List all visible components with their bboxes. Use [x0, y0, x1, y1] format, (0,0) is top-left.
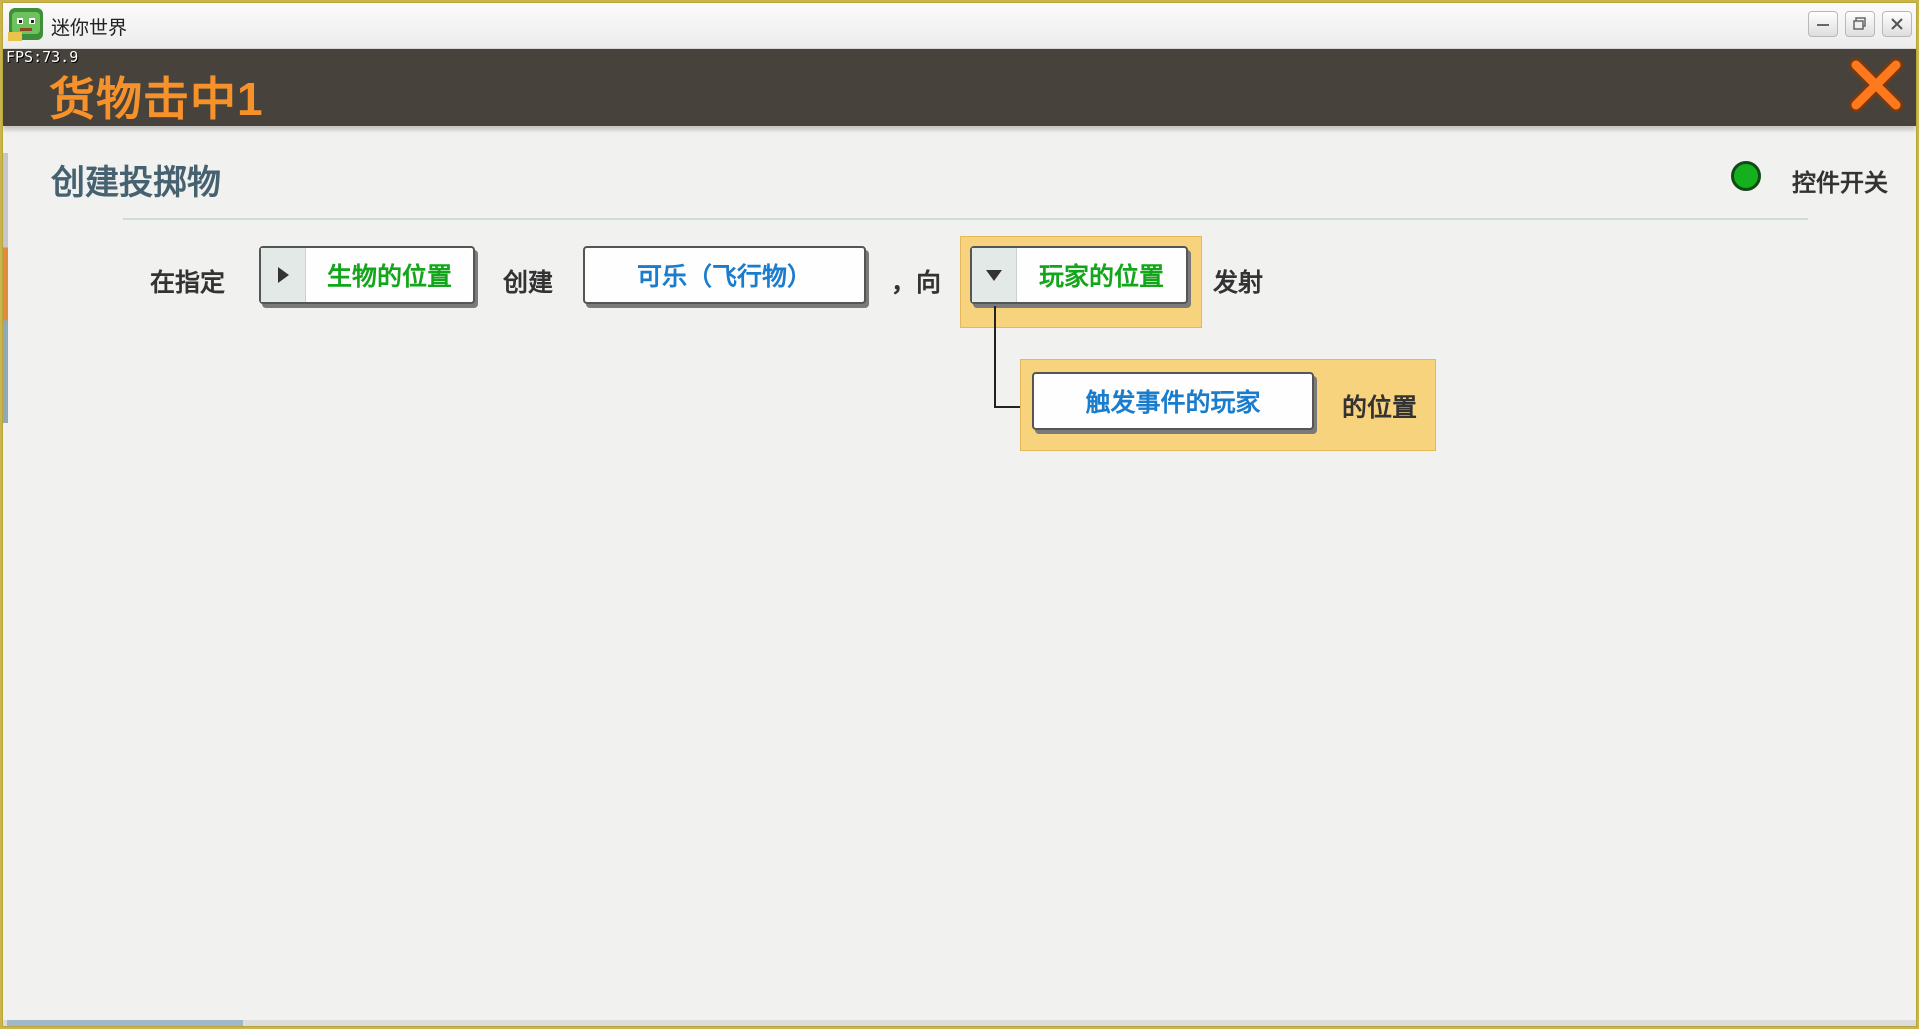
- trigger-header: 货物击中1: [3, 49, 1916, 126]
- triangle-down-icon: [986, 270, 1002, 281]
- section-title: 创建投掷物: [51, 163, 221, 203]
- collapse-arrow[interactable]: [972, 248, 1017, 302]
- os-titlebar: 迷你世界: [3, 3, 1916, 49]
- scrollbar-thumb[interactable]: [7, 1020, 243, 1026]
- trigger-title: 货物击中1: [49, 73, 264, 125]
- window-title: 迷你世界: [51, 17, 128, 39]
- target-param-label: 玩家的位置: [1038, 262, 1164, 291]
- sentence-text-3: ，向: [891, 268, 942, 297]
- position-param-label: 生物的位置: [326, 262, 452, 291]
- projectile-param-label: 可乐（飞行物）: [636, 262, 812, 291]
- horizontal-scrollbar[interactable]: [3, 1020, 1916, 1026]
- window-close-button[interactable]: [1882, 11, 1912, 37]
- player-param-label: 触发事件的玩家: [1085, 388, 1261, 417]
- target-param-button[interactable]: 玩家的位置: [970, 246, 1188, 304]
- minimize-icon: [1817, 24, 1829, 26]
- fps-counter: FPS:73.9: [6, 48, 79, 66]
- divider: [123, 218, 1808, 220]
- restore-icon: [1853, 17, 1866, 30]
- sentence-text-4: 发射: [1213, 268, 1264, 297]
- sub-param-suffix: 的位置: [1342, 393, 1418, 422]
- control-switch-toggle[interactable]: [1731, 161, 1761, 191]
- position-param-button[interactable]: 生物的位置: [259, 246, 475, 304]
- sentence-text-2: 创建: [503, 268, 554, 297]
- restore-button[interactable]: [1845, 11, 1875, 37]
- tree-connector-vertical: [994, 306, 996, 408]
- player-param-button[interactable]: 触发事件的玩家: [1032, 372, 1314, 430]
- expand-arrow[interactable]: [261, 248, 306, 302]
- left-accent-strip: [3, 153, 8, 423]
- sentence-text-1: 在指定: [150, 268, 226, 297]
- projectile-param-button[interactable]: 可乐（飞行物）: [583, 246, 866, 304]
- window-close-icon: [1891, 18, 1903, 30]
- mini-world-logo-icon: [8, 8, 43, 41]
- minimize-button[interactable]: [1808, 11, 1838, 37]
- control-switch-label: 控件开关: [1792, 169, 1888, 197]
- tree-connector-horizontal: [994, 406, 1020, 408]
- close-icon[interactable]: [1846, 55, 1906, 115]
- triangle-right-icon: [278, 267, 289, 283]
